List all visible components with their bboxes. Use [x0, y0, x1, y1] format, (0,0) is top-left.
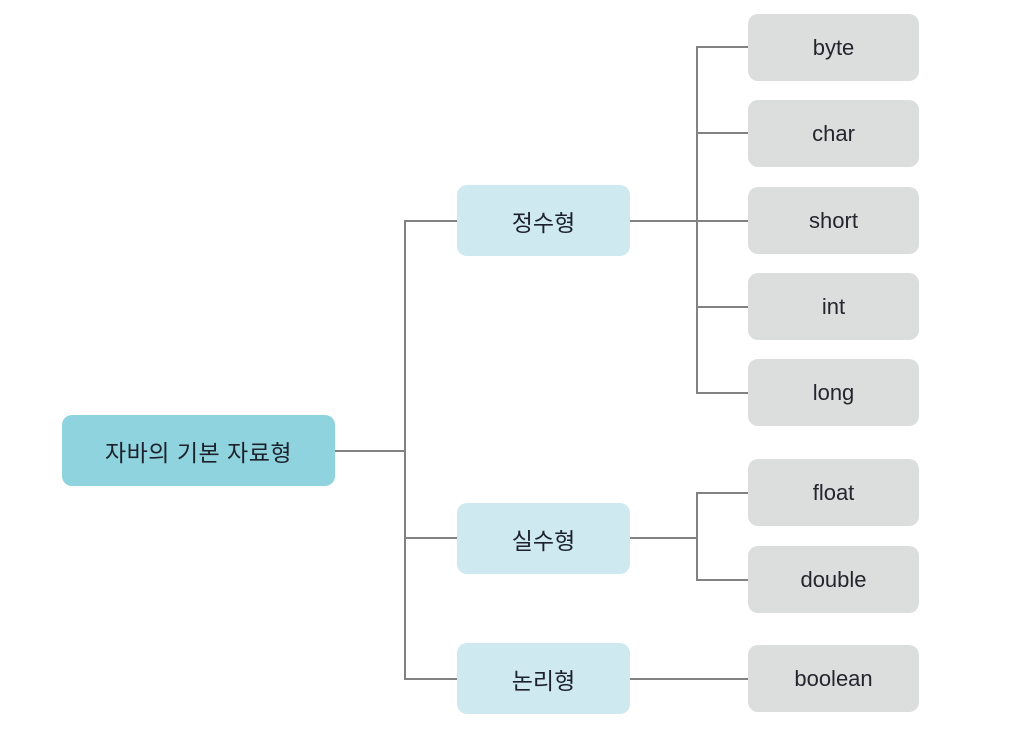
- node-floating-type: 실수형: [457, 503, 630, 574]
- connector-integer-trunk: [630, 220, 697, 222]
- node-long-label: long: [812, 379, 855, 405]
- connector-to-long: [696, 392, 748, 394]
- node-double: double: [748, 546, 919, 613]
- connector-level1-vertical: [404, 220, 406, 680]
- connector-to-byte: [696, 46, 748, 48]
- node-integer-type-label: 정수형: [511, 209, 576, 236]
- connector-floating-vertical: [696, 492, 698, 581]
- node-short: short: [748, 187, 919, 254]
- node-boolean: boolean: [748, 645, 919, 712]
- node-float: float: [748, 459, 919, 526]
- node-char: char: [748, 100, 919, 167]
- connector-to-boolean-type: [404, 678, 457, 680]
- connector-root-trunk: [335, 450, 406, 452]
- connector-to-short: [696, 220, 748, 222]
- connector-to-floating-type: [404, 537, 457, 539]
- connector-to-char: [696, 132, 748, 134]
- node-boolean-type: 논리형: [457, 643, 630, 714]
- node-short-label: short: [809, 207, 858, 233]
- node-int-label: int: [821, 293, 846, 319]
- node-boolean-type-label: 논리형: [511, 667, 576, 694]
- node-long: long: [748, 359, 919, 426]
- connector-to-double: [696, 579, 748, 581]
- connector-to-float: [696, 492, 748, 494]
- connector-to-integer-type: [404, 220, 457, 222]
- connector-to-int: [696, 306, 748, 308]
- node-byte: byte: [748, 14, 919, 81]
- node-root-label: 자바의 기본 자료형: [104, 439, 293, 466]
- connector-floating-trunk: [630, 537, 697, 539]
- node-char-label: char: [812, 120, 855, 146]
- node-integer-type: 정수형: [457, 185, 630, 256]
- node-int: int: [748, 273, 919, 340]
- node-floating-type-label: 실수형: [511, 527, 576, 554]
- node-root-java-primitive-types: 자바의 기본 자료형: [62, 415, 335, 486]
- node-byte-label: byte: [812, 34, 855, 60]
- node-boolean-label: boolean: [794, 665, 873, 691]
- node-float-label: float: [812, 479, 855, 505]
- connector-to-boolean: [630, 678, 748, 680]
- node-double-label: double: [800, 566, 867, 592]
